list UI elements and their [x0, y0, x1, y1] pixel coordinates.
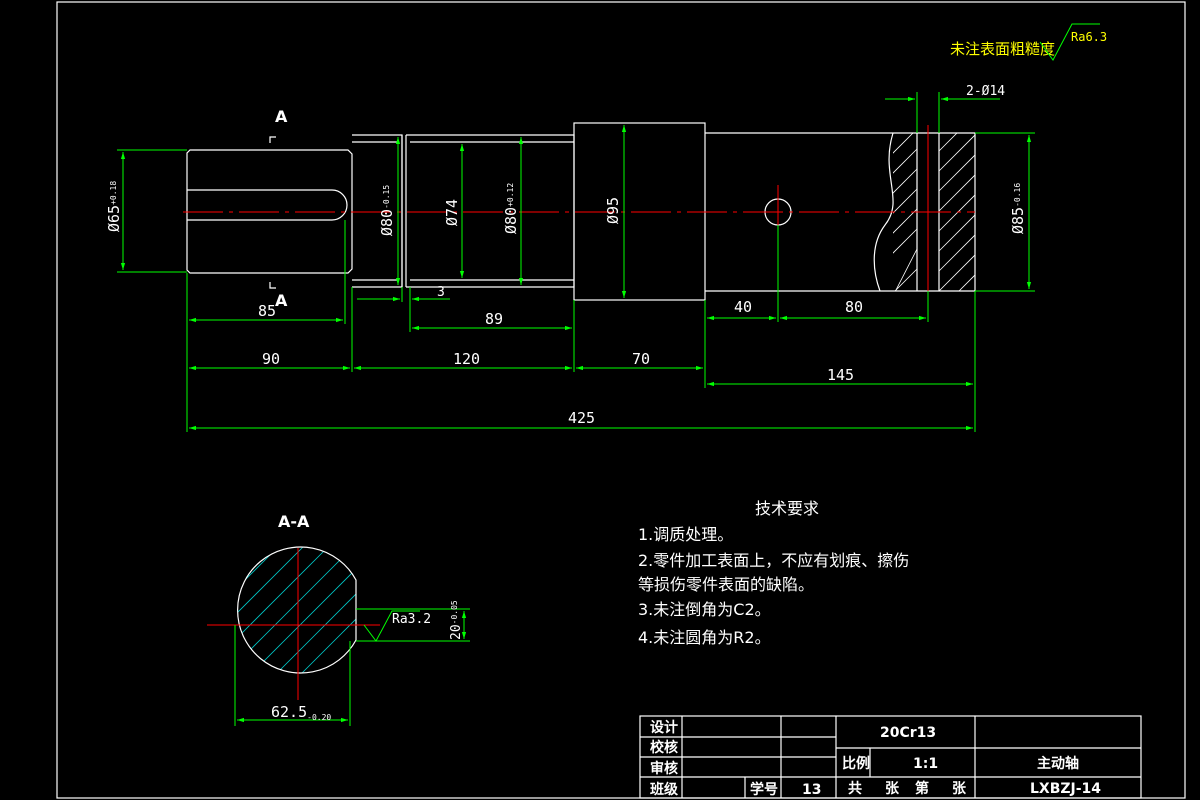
dim-l425: 425 — [568, 409, 595, 427]
svg-text:Ø80-0.15: Ø80-0.15 — [378, 185, 396, 236]
tb-check-label: 校核 — [650, 739, 678, 756]
section-roughness: Ra3.2 — [392, 612, 431, 627]
tech-req-line-3: 等损伤零件表面的缺陷。 — [638, 575, 814, 594]
tech-req-line-5: 4.未注圆角为R2。 — [638, 628, 771, 647]
dim-l145: 145 — [827, 366, 854, 384]
tech-req-title: 技术要求 — [755, 499, 819, 518]
diameter-dimensions: Ø65+0.18 Ø80-0.15 Ø74 Ø80+0.12 Ø95 Ø85-0… — [105, 125, 1035, 298]
dim-d85-tol: -0.16 — [1013, 183, 1022, 207]
dim-d74: Ø74 — [443, 199, 461, 226]
tb-scale-label: 比例 — [842, 755, 870, 772]
dim-l89: 89 — [485, 310, 503, 328]
section-a-a: A-A 20-0.05 Ra3.2 62.5-0.20 — [207, 512, 470, 726]
svg-text:Ø65+0.18: Ø65+0.18 — [105, 181, 123, 232]
dim-section-width-tol: -0.20 — [307, 713, 331, 722]
dim-l120: 120 — [453, 350, 480, 368]
tb-material: 20Cr13 — [880, 725, 936, 741]
svg-text:62.5-0.20: 62.5-0.20 — [271, 703, 331, 722]
title-block: 设计 校核 审核 班级 学号 13 20Cr13 比例 1:1 共 张 第 张 … — [639, 715, 1142, 799]
dim-d85: Ø85 — [1009, 207, 1027, 234]
section-mark-top: A — [275, 107, 288, 126]
general-roughness-note: 未注表面粗糙度 Ra6.3 — [950, 23, 1107, 61]
tb-drawing-no: LXBZJ-14 — [1030, 781, 1101, 797]
length-dimensions: 85 3 89 40 80 90 120 70 145 425 — [186, 220, 976, 432]
dim-l3: 3 — [437, 285, 445, 300]
tech-req-line-4: 3.未注倒角为C2。 — [638, 600, 771, 619]
section-mark-bottom: A — [275, 291, 288, 310]
dim-l70: 70 — [632, 350, 650, 368]
dim-key-width: 20 — [449, 624, 464, 640]
roughness-note-value: Ra6.3 — [1071, 30, 1107, 44]
tb-sheets-total: 共 — [848, 780, 862, 797]
svg-text:Ø85-0.16: Ø85-0.16 — [1009, 183, 1027, 234]
tb-sheets-unit-2: 张 — [952, 781, 967, 797]
tb-sheets-nth: 第 — [915, 780, 929, 797]
section-title: A-A — [278, 512, 310, 531]
dim-d95: Ø95 — [604, 197, 622, 224]
svg-text:Ø80+0.12: Ø80+0.12 — [502, 183, 520, 234]
tb-design-label: 设计 — [650, 719, 678, 736]
dim-d80-right-tol: +0.12 — [506, 183, 515, 207]
dim-d65: Ø65 — [105, 205, 123, 232]
shaft-main-view — [183, 122, 976, 301]
dim-section-width: 62.5 — [271, 703, 307, 721]
dim-d80-left-tol: -0.15 — [382, 185, 391, 209]
dim-hole-spec: 2-Ø14 — [966, 84, 1005, 99]
drawing-frame — [56, 1, 1186, 799]
svg-text:20-0.05: 20-0.05 — [449, 600, 464, 640]
dim-d80-right: Ø80 — [502, 207, 520, 234]
dim-key-tol: -0.05 — [450, 600, 459, 624]
tb-student-no: 13 — [802, 782, 821, 798]
technical-requirements: 技术要求 1.调质处理。 2.零件加工表面上，不应有划痕、擦伤 等损伤零件表面的… — [638, 499, 909, 647]
dim-l85: 85 — [258, 302, 276, 320]
tb-part-name: 主动轴 — [1037, 755, 1079, 772]
tb-scale: 1:1 — [913, 756, 938, 772]
dim-l40: 40 — [734, 298, 752, 316]
tb-class-label: 班级 — [650, 781, 679, 798]
tb-review-label: 审核 — [650, 760, 678, 777]
tb-sheets-unit-1: 张 — [885, 781, 900, 797]
section-cut-marks: A A — [269, 107, 288, 310]
tech-req-line-2: 2.零件加工表面上，不应有划痕、擦伤 — [638, 551, 909, 570]
dim-d65-tol: +0.18 — [109, 181, 118, 205]
dim-d80-left: Ø80 — [378, 209, 396, 236]
tech-req-line-1: 1.调质处理。 — [638, 525, 733, 544]
tb-student-no-label: 学号 — [750, 781, 778, 798]
roughness-note-text: 未注表面粗糙度 — [950, 40, 1055, 58]
dim-l80: 80 — [845, 298, 863, 316]
dim-l90: 90 — [262, 350, 280, 368]
hole-dimension: 2-Ø14 — [885, 84, 1005, 133]
